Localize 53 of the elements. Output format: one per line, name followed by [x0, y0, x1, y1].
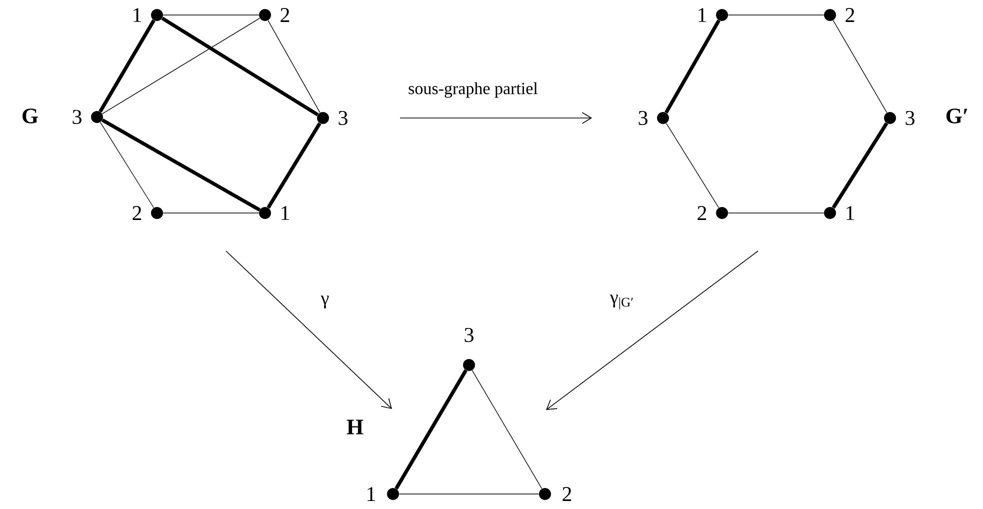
vertex-number: 2 — [280, 8, 290, 22]
graph-edge — [666, 122, 720, 208]
vertex-number: 2 — [562, 487, 572, 501]
graph-edge — [162, 212, 260, 214]
vertex-dot — [151, 9, 163, 21]
vertex-number: 3 — [464, 328, 474, 342]
arrow-label: sous-graphe partiel — [408, 82, 538, 98]
thick-edge — [161, 16, 319, 116]
thick-edge — [394, 369, 468, 490]
graph-edge — [162, 14, 260, 16]
thick-edge — [98, 19, 156, 113]
graph-edge — [100, 122, 154, 208]
thick-edge — [664, 19, 720, 114]
vertex-number: 2 — [846, 8, 854, 22]
vertex-dot — [657, 112, 669, 124]
vertex-dot — [91, 111, 103, 123]
vertex-number: 1 — [134, 8, 141, 22]
arrow-label: γ$_{|G′}$ — [610, 294, 633, 310]
thick-edge — [832, 122, 888, 209]
vertex-dot — [716, 207, 728, 219]
vertex-number: 2 — [698, 206, 706, 220]
thick-edge — [266, 122, 322, 209]
graph-edge — [102, 18, 260, 114]
vertex-dot — [884, 112, 896, 124]
arrow-label: γ — [320, 296, 329, 308]
vertex-dot — [151, 207, 163, 219]
vertex-number: 3 — [638, 110, 648, 126]
vertex-dot — [824, 9, 836, 21]
graph-name: G — [22, 108, 38, 124]
vertex-dot — [539, 488, 551, 500]
graph-name: H — [346, 420, 364, 434]
vertex-dot — [387, 488, 399, 500]
graph-edge — [472, 370, 542, 490]
vertex-dot — [259, 207, 271, 219]
thick-edge — [101, 118, 261, 212]
graph-edge — [268, 20, 320, 113]
graph-name: G′ — [946, 108, 968, 124]
vertex-dot — [716, 9, 728, 21]
vertex-number: 1 — [282, 206, 289, 220]
vertex-dot — [463, 359, 475, 371]
vertex-number: 2 — [132, 206, 142, 220]
graph-edge — [728, 212, 824, 214]
vertex-number: 1 — [368, 487, 375, 501]
vertex-dot — [317, 112, 329, 124]
graph-edge — [832, 20, 888, 113]
vertex-number: 3 — [338, 110, 348, 126]
vertex-number: 3 — [906, 110, 914, 126]
graph-edge — [728, 14, 824, 16]
vertex-number: 3 — [72, 110, 82, 124]
vertex-dot — [824, 207, 836, 219]
vertex-number: 1 — [698, 8, 706, 22]
vertex-number: 1 — [846, 206, 854, 220]
vertex-dot — [259, 9, 271, 21]
